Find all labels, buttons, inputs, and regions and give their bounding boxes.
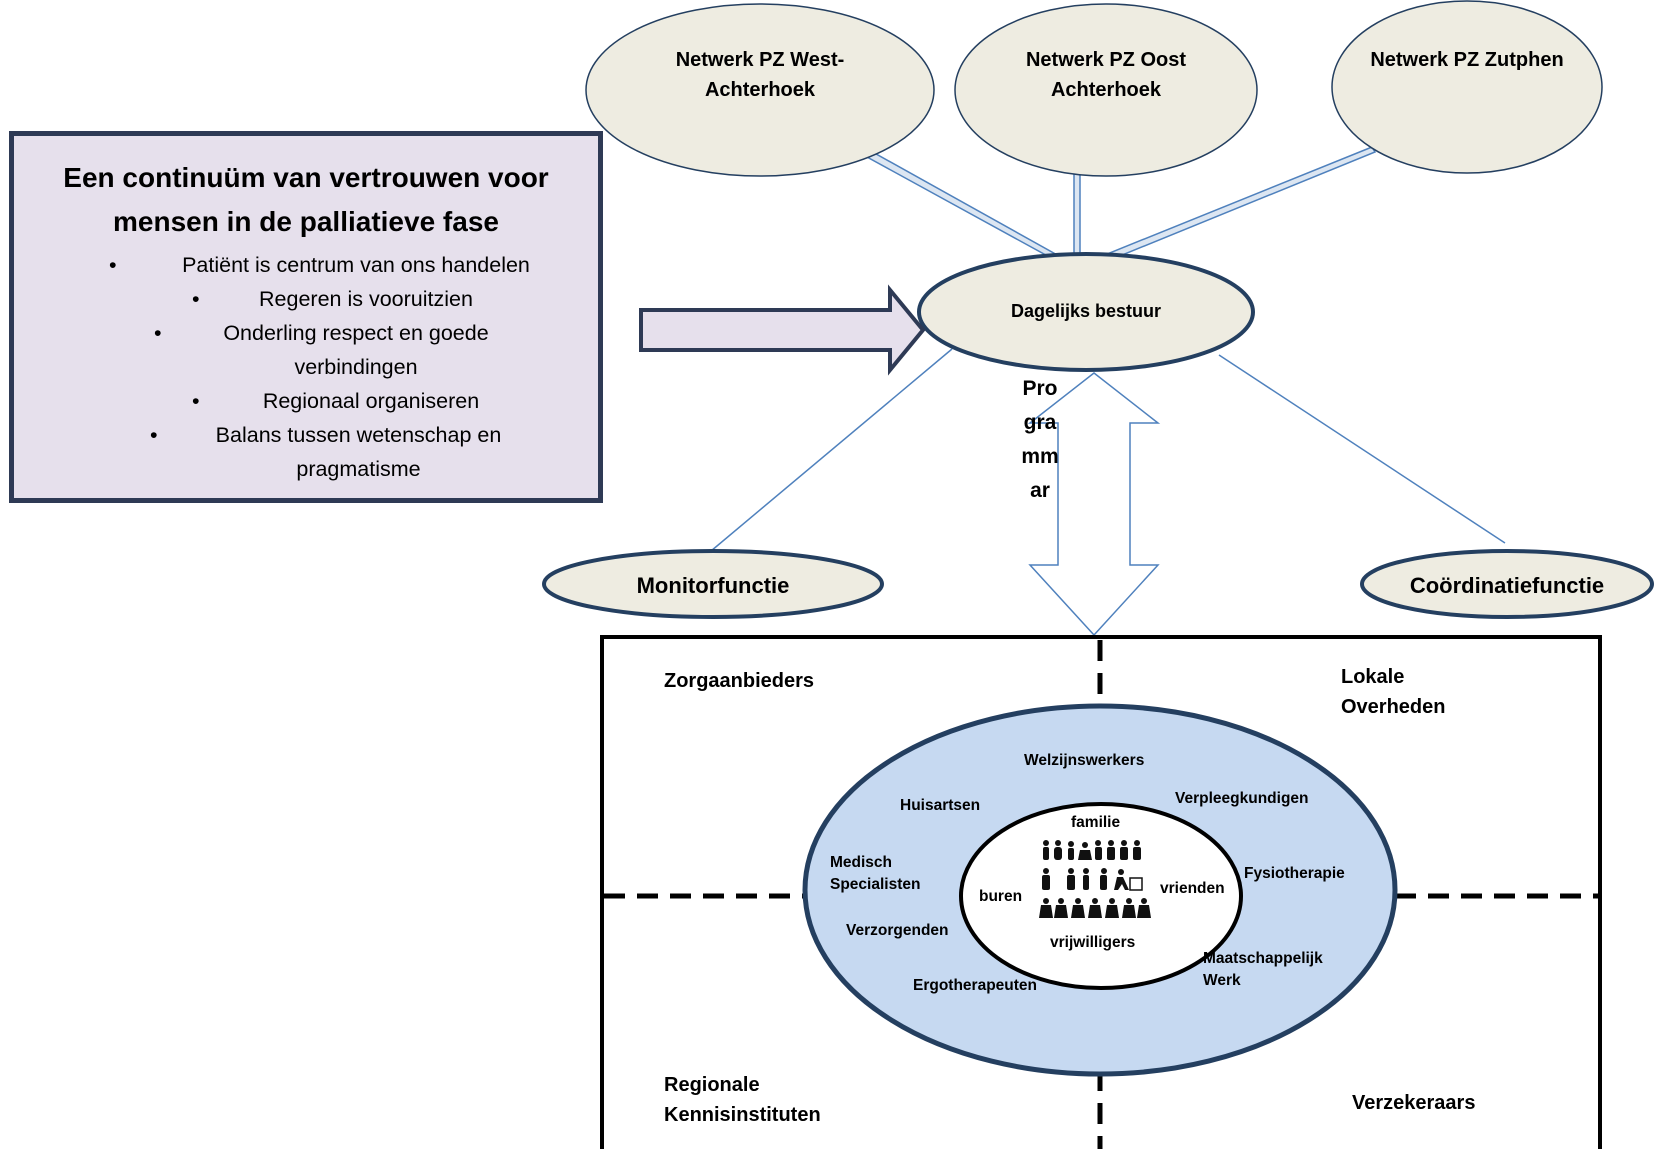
role-huisartsen: Huisartsen xyxy=(900,797,981,814)
role-welzijnswerkers: Welzijnswerkers xyxy=(1024,752,1145,769)
people-icon xyxy=(1039,840,1151,918)
node-label-dagelijks-bestuur: Dagelijks bestuur xyxy=(1010,301,1162,321)
quadrant-zorgaanbieders: Zorgaanbieders xyxy=(664,670,815,692)
role-fysiotherapie: Fysiotherapie xyxy=(1244,865,1345,882)
node-coordinatiefunctie xyxy=(1360,549,1654,619)
values-list: • Patiënt is centrum van ons handelen • … xyxy=(14,248,598,486)
node-zutphen xyxy=(1331,0,1603,174)
inner-buren: buren xyxy=(979,888,1023,905)
values-item: • Onderling respect en goede verbindinge… xyxy=(14,316,598,384)
values-item: • Balans tussen wetenschap en pragmatism… xyxy=(14,418,598,486)
role-medisch-specialisten: Medisch Specialisten xyxy=(830,854,921,893)
stakeholder-frame xyxy=(600,635,1602,1149)
node-label-monitorfunctie: Monitorfunctie xyxy=(636,573,790,598)
bullet-icon: • xyxy=(109,253,117,277)
values-box: Een continuüm van vertrouwen voor mensen… xyxy=(9,131,603,503)
inner-vrijwilligers: vrijwilligers xyxy=(1050,934,1136,951)
quadrant-regionale-kennisinstituten: Regionale Kennisinstituten xyxy=(664,1074,821,1126)
bullet-icon: • xyxy=(192,389,200,413)
node-label-oost-achterhoek: Netwerk PZ Oost Achterhoek xyxy=(1025,49,1187,101)
role-ergotherapeuten: Ergotherapeuten xyxy=(913,977,1038,994)
role-maatschappelijk-werk: Maatschappelijk Werk xyxy=(1203,950,1323,989)
arrow-right-to-bestuur xyxy=(639,284,926,376)
connector-monitor xyxy=(710,348,953,552)
connector-coordinatie xyxy=(1218,354,1506,544)
quadrant-verzekeraars: Verzekeraars xyxy=(1352,1092,1476,1114)
values-item: • Patiënt is centrum van ons handelen xyxy=(14,248,598,282)
bullet-icon: • xyxy=(192,287,200,311)
bullet-icon: • xyxy=(150,423,158,447)
quadrant-dividers xyxy=(604,640,1598,1149)
role-verzorgenden: Verzorgenden xyxy=(846,922,949,939)
inner-vrienden: vrienden xyxy=(1160,880,1225,897)
values-title: Een continuüm van vertrouwen voor mensen… xyxy=(63,162,549,237)
social-circle xyxy=(959,802,1243,990)
values-item: • Regeren is vooruitzien xyxy=(14,282,598,316)
role-verpleegkundigen: Verpleegkundigen xyxy=(1175,790,1309,807)
node-label-zutphen: Netwerk PZ Zutphen xyxy=(1370,49,1564,71)
node-monitorfunctie xyxy=(542,549,884,619)
quadrant-lokale-overheden: Lokale Overheden xyxy=(1341,666,1446,718)
node-oost-achterhoek xyxy=(954,3,1258,177)
bullet-icon: • xyxy=(154,321,162,345)
node-label-west-achterhoek: Netwerk PZ West-Achterhoek xyxy=(675,49,845,101)
node-label-coordinatiefunctie: Coördinatiefunctie xyxy=(1409,573,1605,598)
node-dagelijks-bestuur xyxy=(917,252,1255,372)
programmar-label: Programmar xyxy=(1021,377,1059,502)
inner-familie: familie xyxy=(1071,814,1121,831)
node-west-achterhoek xyxy=(585,3,935,177)
values-item: • Regionaal organiseren xyxy=(14,384,598,418)
